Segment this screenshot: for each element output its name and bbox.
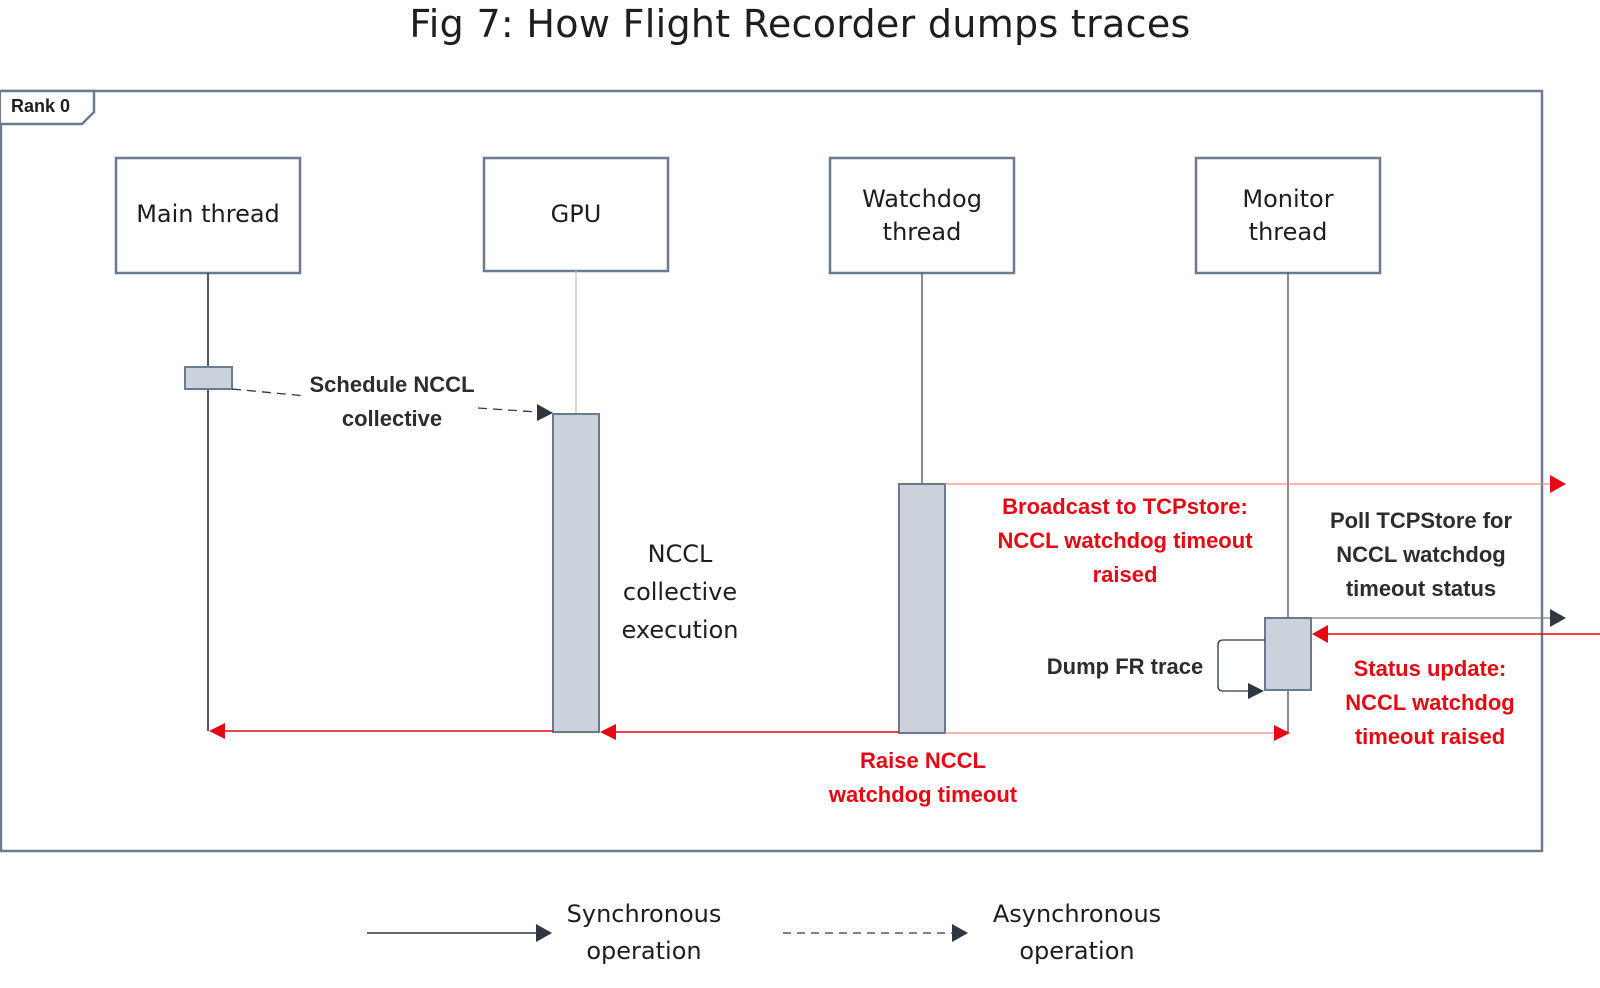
broadcast-label-line3: raised — [1092, 562, 1158, 587]
legend-sync-label: Synchronous operation — [550, 896, 738, 970]
broadcast-arrowhead — [1550, 475, 1566, 493]
dump-label: Dump FR trace — [1046, 654, 1204, 679]
legend-async-label: Asynchronous operation — [972, 896, 1182, 970]
actor-box-watchdog-thread — [828, 156, 1016, 275]
figure-title: Fig 7: How Flight Recorder dumps traces — [409, 2, 1191, 46]
schedule-arrow-line-b — [477, 407, 538, 413]
schedule-label: Schedule NCCL collective — [280, 368, 504, 436]
actor-label-monitor-thread: Monitor thread — [1242, 185, 1334, 246]
schedule-arrow-line-a — [231, 388, 307, 397]
activation-watchdog-thread — [898, 483, 946, 734]
rank-frame-tab — [1, 89, 96, 126]
rank-label: Rank 0 — [11, 96, 71, 116]
poll-label: Poll TCPStore for NCCL watchdog timeout … — [1310, 504, 1532, 606]
rank-frame — [0, 89, 1544, 853]
broadcast-label-line1: Broadcast to TCPstore: — [1002, 494, 1248, 519]
poll-label-line2: NCCL watchdog — [1336, 542, 1506, 567]
status-label-line3: timeout raised — [1354, 724, 1506, 749]
execution-label-line2: collective — [622, 578, 738, 606]
actor-box-gpu — [482, 156, 670, 273]
poll-label-line1: Poll TCPStore for — [1329, 508, 1513, 533]
actor-box-monitor-thread — [1194, 156, 1382, 275]
activation-monitor-thread — [1264, 617, 1312, 691]
schedule-arrowhead — [537, 404, 553, 421]
actor-label-gpu: GPU — [550, 200, 602, 228]
legend-async-line2: operation — [1019, 937, 1135, 965]
broadcast-label: Broadcast to TCPstore: NCCL watchdog tim… — [975, 490, 1275, 592]
status-label-line1: Status update: — [1353, 656, 1507, 681]
actor-label-main-thread: Main thread — [136, 200, 280, 228]
dump-self-arrow-line — [1217, 639, 1265, 692]
raise-label-line2: watchdog timeout — [828, 782, 1018, 807]
schedule-label-line2: collective — [341, 406, 443, 431]
raise-label-line1: Raise NCCL — [860, 748, 986, 773]
broadcast-label-line2: NCCL watchdog timeout — [997, 528, 1253, 553]
execution-label-line3: execution — [621, 616, 739, 644]
dump-arrowhead — [1248, 683, 1264, 699]
status-label: Status update: NCCL watchdog timeout rai… — [1320, 652, 1540, 754]
legend-async-arrowhead — [952, 924, 968, 942]
raise-arrowhead-main — [209, 723, 225, 739]
raise-arrowhead-gpu — [600, 724, 616, 740]
activation-main-thread — [184, 366, 233, 390]
legend-sync-line2: operation — [586, 937, 702, 965]
execution-label: NCCL collective execution — [590, 535, 770, 649]
status-arrowhead — [1312, 625, 1328, 643]
activation-gpu — [552, 413, 600, 733]
execution-label-line1: NCCL — [647, 540, 713, 568]
status-label-line2: NCCL watchdog — [1345, 690, 1515, 715]
raise-arrowhead-monitor — [1274, 725, 1290, 741]
raise-label: Raise NCCL watchdog timeout — [800, 744, 1046, 812]
legend-async-line1: Asynchronous — [992, 900, 1162, 928]
legend-sync-line1: Synchronous — [566, 900, 722, 928]
schedule-label-line1: Schedule NCCL — [309, 372, 475, 397]
actor-label-watchdog-thread: Watchdog thread — [862, 185, 982, 246]
poll-arrowhead — [1550, 609, 1566, 627]
poll-label-line3: timeout status — [1345, 576, 1497, 601]
legend-sync-arrowhead — [536, 924, 552, 942]
